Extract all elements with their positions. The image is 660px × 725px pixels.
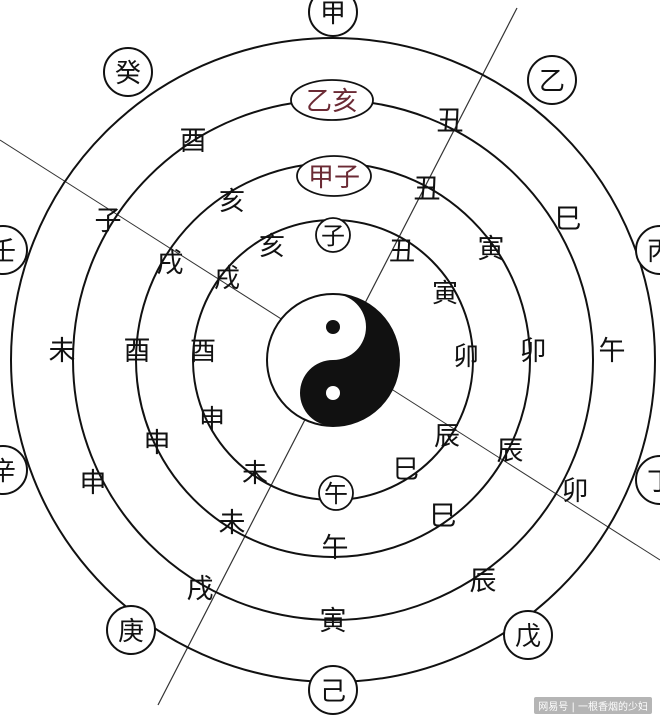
small-badge-wu: 午 bbox=[318, 475, 354, 511]
ring4-label-yin: 寅 bbox=[320, 606, 347, 637]
ring3-label-xu: 戌 bbox=[157, 248, 184, 279]
watermark: 网易号 | 一根香烟的少妇 bbox=[534, 697, 652, 714]
outer-badge-bing: 丙 bbox=[635, 225, 660, 275]
ring3-label-wu: 午 bbox=[322, 533, 349, 564]
ring2-label-yin: 寅 bbox=[432, 279, 458, 309]
ring3-label-chou: 丑 bbox=[414, 174, 441, 205]
outer-badge-yi: 乙 bbox=[527, 55, 577, 105]
svg-text:丁: 丁 bbox=[647, 467, 660, 497]
outer-badge-wu: 戊 bbox=[503, 610, 553, 660]
oval-yi-hai: 乙亥 bbox=[290, 79, 374, 121]
outer-badge-gui: 癸 bbox=[103, 47, 153, 97]
svg-text:癸: 癸 bbox=[115, 59, 141, 89]
ring4-label-shen: 申 bbox=[80, 468, 107, 499]
outer-badge-jia: 甲 bbox=[308, 0, 358, 37]
svg-text:壬: 壬 bbox=[0, 237, 16, 267]
ring3-label-you: 酉 bbox=[124, 336, 151, 367]
svg-text:乙亥: 乙亥 bbox=[306, 87, 358, 117]
ring2-label-you: 酉 bbox=[190, 337, 216, 367]
ring2-label-shen: 申 bbox=[199, 405, 225, 435]
ring4-label-wu: 午 bbox=[599, 336, 626, 367]
svg-text:戊: 戊 bbox=[515, 622, 541, 652]
svg-text:子: 子 bbox=[321, 222, 345, 250]
ring2-label-wei: 未 bbox=[242, 459, 268, 489]
ring3-label-si: 巳 bbox=[430, 501, 457, 532]
ring4-label-wei: 未 bbox=[49, 336, 76, 367]
outer-badge-ji: 己 bbox=[308, 665, 358, 715]
ring4-label-mao: 卯 bbox=[562, 476, 589, 507]
small-badge-zi: 子 bbox=[315, 217, 351, 253]
ring4-label-chen: 辰 bbox=[470, 566, 497, 597]
ring2-label-si: 巳 bbox=[393, 455, 419, 485]
yin-yang-icon bbox=[266, 293, 400, 427]
svg-text:乙: 乙 bbox=[539, 67, 565, 97]
ring3-label-wei: 未 bbox=[219, 508, 246, 539]
ring3-label-chen: 辰 bbox=[497, 436, 524, 467]
svg-text:庚: 庚 bbox=[118, 617, 144, 647]
ring1-label-hai: 亥 bbox=[259, 232, 285, 262]
ring3-label-mao: 卯 bbox=[520, 336, 547, 367]
ring2-label-chou: 丑 bbox=[389, 237, 415, 267]
ring4-label-xu: 戌 bbox=[187, 574, 214, 605]
oval-jia-zi: 甲子 bbox=[296, 155, 372, 197]
outer-badge-xin: 辛 bbox=[0, 445, 28, 495]
svg-text:辛: 辛 bbox=[0, 457, 16, 487]
ring2-label-xu: 戌 bbox=[214, 264, 240, 294]
ring2-label-mao: 卯 bbox=[453, 342, 479, 372]
ring3-label-shen: 申 bbox=[144, 428, 171, 459]
outer-badge-ren: 壬 bbox=[0, 225, 28, 275]
outer-badge-ding: 丁 bbox=[635, 455, 660, 505]
svg-text:甲子: 甲子 bbox=[308, 163, 360, 193]
ring4-label-si: 巳 bbox=[555, 204, 582, 235]
svg-text:午: 午 bbox=[324, 480, 348, 508]
ring4-label-zi: 子 bbox=[95, 206, 122, 237]
ring4-label-you: 酉 bbox=[180, 126, 207, 157]
outer-badge-geng: 庚 bbox=[106, 605, 156, 655]
svg-text:丙: 丙 bbox=[647, 237, 660, 267]
ring4-label-chou: 丑 bbox=[437, 106, 464, 137]
svg-text:己: 己 bbox=[320, 677, 346, 707]
ring2-label-hai: 亥 bbox=[219, 187, 245, 217]
svg-text:甲: 甲 bbox=[320, 0, 346, 29]
ring3-label-yin: 寅 bbox=[478, 234, 505, 265]
ring2-label-chen: 辰 bbox=[434, 422, 460, 452]
